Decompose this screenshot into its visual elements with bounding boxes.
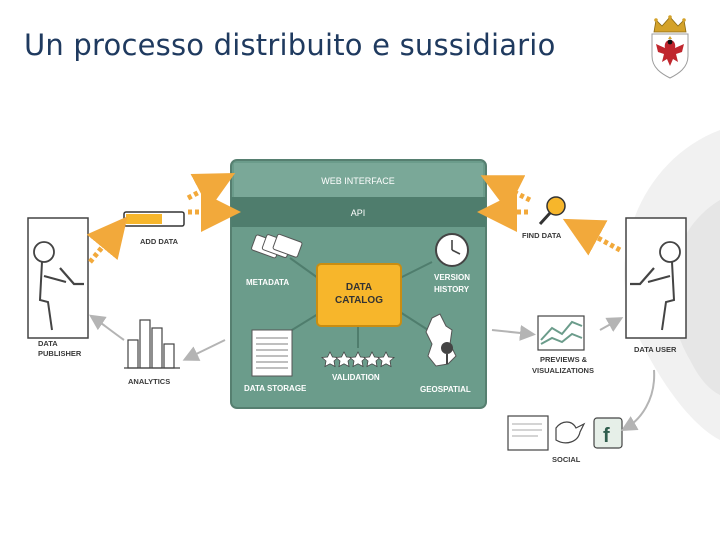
catalog-spokes bbox=[289, 257, 433, 348]
find-data-label: FIND DATA bbox=[522, 231, 562, 240]
validation-label: VALIDATION bbox=[332, 373, 380, 382]
data-user-label: DATA USER bbox=[634, 345, 677, 354]
clock-icon bbox=[435, 233, 469, 267]
svg-text:f: f bbox=[603, 425, 610, 447]
data-catalog-label-2: CATALOG bbox=[335, 295, 383, 306]
data-storage-label: DATA STORAGE bbox=[244, 384, 307, 393]
api-label: API bbox=[351, 208, 366, 218]
facebook-icon bbox=[593, 417, 623, 449]
web-interface-label: WEB INTERFACE bbox=[321, 176, 395, 186]
bar-chart-icon bbox=[124, 319, 180, 369]
data-publisher-icon bbox=[27, 217, 89, 339]
map-pin-icon bbox=[425, 313, 457, 367]
data-publisher-label-2: PUBLISHER bbox=[38, 349, 82, 358]
add-data-icon bbox=[123, 211, 185, 227]
data-user-icon bbox=[625, 217, 687, 339]
api-bar bbox=[231, 197, 486, 227]
data-catalog-label-1: DATA bbox=[346, 282, 372, 293]
social-label: SOCIAL bbox=[552, 455, 581, 464]
analytics-label: ANALYTICS bbox=[128, 377, 170, 386]
slide-title: Un processo distribuito e sussidiario bbox=[24, 28, 556, 62]
tweet-card-icon bbox=[507, 415, 549, 451]
data-catalog-box bbox=[316, 263, 402, 327]
coat-of-arms-logo bbox=[651, 15, 689, 79]
line-chart-icon bbox=[537, 315, 585, 351]
version-history-label-2: HISTORY bbox=[434, 285, 470, 294]
version-history-label-1: VERSION bbox=[434, 273, 470, 282]
grey-arrows bbox=[89, 314, 656, 431]
previews-label-1: PREVIEWS & bbox=[540, 355, 588, 364]
platform-panel bbox=[230, 159, 487, 409]
search-icon bbox=[538, 196, 566, 226]
geospatial-label: GEOSPATIAL bbox=[420, 385, 471, 394]
previews-label-2: VISUALIZATIONS bbox=[532, 366, 594, 375]
web-interface-bar bbox=[234, 163, 483, 197]
metadata-label: METADATA bbox=[246, 278, 289, 287]
social-icons: f bbox=[507, 415, 623, 451]
data-publisher-label-1: DATA bbox=[38, 339, 58, 348]
data-storage-icon bbox=[251, 329, 293, 377]
bird-icon bbox=[555, 421, 586, 444]
orange-arrows bbox=[86, 172, 622, 264]
metadata-icon bbox=[251, 233, 303, 259]
star-rating-icon bbox=[321, 351, 395, 368]
add-data-label: ADD DATA bbox=[140, 237, 179, 246]
